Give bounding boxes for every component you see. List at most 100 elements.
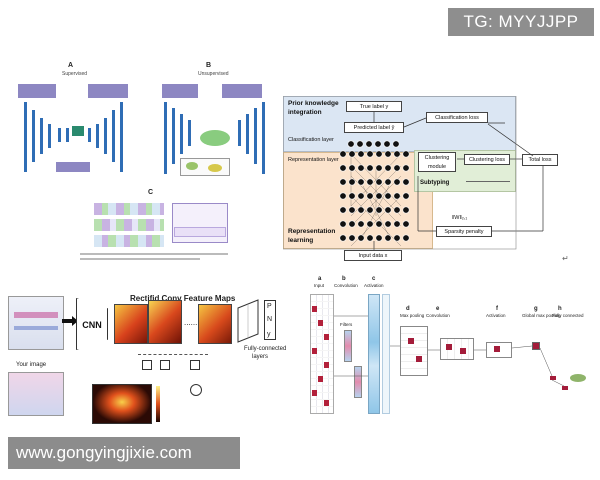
panel-b-output-block <box>222 84 262 98</box>
classification-layer-label: Classification layer <box>288 137 334 143</box>
panel-c-annotation-box <box>172 203 228 243</box>
step-b: b <box>342 276 346 282</box>
classification-loss-box: Classification loss <box>426 112 488 123</box>
input-data-text: Input data x <box>358 253 388 259</box>
input-cell-red <box>312 306 317 312</box>
input-image-thumbnail-2 <box>8 372 64 416</box>
fc-node <box>550 376 556 380</box>
representation-layer-label: Representation layer <box>288 157 339 163</box>
conv2-cell <box>460 348 466 354</box>
panel-c-heatmap-row <box>94 235 164 247</box>
cnn-panel-title: Rectifid Conv Feature Maps <box>130 294 236 303</box>
panel-a-bar <box>32 110 35 162</box>
outer-frame <box>283 96 517 250</box>
predicted-label-box: Predicted label ŷ <box>344 122 404 133</box>
activation2-cell <box>494 346 500 352</box>
input-cell-red <box>324 334 329 340</box>
feature-map <box>114 304 148 344</box>
activation-column <box>382 294 390 414</box>
total-loss-box: Total loss <box>522 154 558 166</box>
panel-b-bar <box>246 114 249 154</box>
weight-row <box>138 354 208 370</box>
true-label-text: True label y <box>359 104 389 110</box>
prior-knowledge-subtitle: integration <box>288 109 322 116</box>
panel-a-bar <box>104 118 107 154</box>
panel-a: A Supervised <box>18 62 138 174</box>
panel-a-input-block <box>18 84 56 98</box>
feature-map <box>198 304 232 344</box>
representation-learning-label: Representation <box>288 228 336 235</box>
conv2-grid <box>440 338 474 360</box>
panel-b-letter: B <box>206 62 212 69</box>
step-c-label: Activation <box>364 283 384 288</box>
panel-b-bar <box>262 102 265 174</box>
panel-c-heatmap-row <box>94 219 164 231</box>
weight-box <box>142 360 152 370</box>
global-pool-cell <box>532 342 540 350</box>
panel-b-title: Unsupervised <box>198 71 229 77</box>
cnn-label: CNN <box>82 320 102 330</box>
total-loss-text: Total loss <box>528 157 552 163</box>
input-cell-red <box>318 320 323 326</box>
watermark-tag: TG: MYYJJPP <box>448 8 594 36</box>
step-h-label: Fully connected <box>552 313 584 318</box>
panel-c-letter: C <box>148 189 154 196</box>
norm-formula: ‖W‖₂,₁ <box>452 215 468 221</box>
pooled-cell <box>416 356 422 362</box>
prior-knowledge-title: Prior knowledge <box>288 100 339 107</box>
watermark-url: www.gongyingjixie.com <box>8 437 240 469</box>
panel-a-bottom-block <box>56 162 90 172</box>
clustering-module-text: Clustering <box>424 155 450 161</box>
filters-label: Filters <box>340 322 353 327</box>
input-image-signal <box>14 326 58 330</box>
panel-a-bar <box>58 128 61 142</box>
panel-b-cluster-blob <box>200 130 230 146</box>
sparsity-penalty-text: Sparsity penalty <box>444 229 484 235</box>
clustering-loss-box: Clustering loss <box>464 154 510 165</box>
input-cell-red <box>312 390 317 396</box>
colorbar <box>156 386 160 422</box>
fc-node <box>562 386 568 390</box>
step-a: a <box>318 276 322 282</box>
step-h: h <box>558 306 562 312</box>
clustering-formula <box>466 172 510 182</box>
panel-a-bar <box>120 102 123 172</box>
input-cell-red <box>312 348 317 354</box>
conv2-cell <box>446 344 452 350</box>
panel-a-output-block <box>88 84 128 98</box>
return-mark: ↵ <box>562 254 569 263</box>
weight-box <box>190 360 200 370</box>
step-d-label: Max pooling <box>400 313 425 318</box>
panel-c-caption-line <box>80 253 228 255</box>
panel-a-bar <box>40 118 43 154</box>
your-image-label: Your image <box>16 362 47 368</box>
panel-b-scatter-cluster <box>208 164 222 172</box>
activation-map <box>92 384 152 424</box>
representation-learning-label-2: learning <box>288 237 314 244</box>
cnn-arrow <box>62 316 78 326</box>
activation-column <box>368 294 380 414</box>
true-label-box: True label y <box>346 101 402 112</box>
panel-c: C <box>60 189 240 265</box>
panel-b-bar <box>180 114 183 154</box>
panel-c-caption-line <box>80 258 200 260</box>
step-a-label: Input <box>314 283 325 288</box>
input-cell-red <box>324 400 329 406</box>
input-image-signal <box>14 312 58 318</box>
panel-b-bar <box>188 120 191 146</box>
panel-a-bar <box>48 124 51 148</box>
input-image-thumbnail <box>8 296 64 350</box>
step-e-label: Convolution <box>426 313 450 318</box>
input-cell-red <box>318 376 323 382</box>
panel-a-bar <box>24 102 27 172</box>
panel-b-input-block <box>162 84 198 98</box>
clustering-module-box: Clustering module <box>418 152 456 172</box>
network-arrows <box>373 112 544 250</box>
fully-connected-block <box>237 299 259 343</box>
conv-connections <box>334 315 565 387</box>
step-d: d <box>406 306 410 312</box>
clustering-loss-text: Clustering loss <box>468 157 506 163</box>
panel-c-formula-box <box>174 227 226 237</box>
step-b-label: Convolution <box>334 283 358 288</box>
filter-strip <box>354 366 362 398</box>
